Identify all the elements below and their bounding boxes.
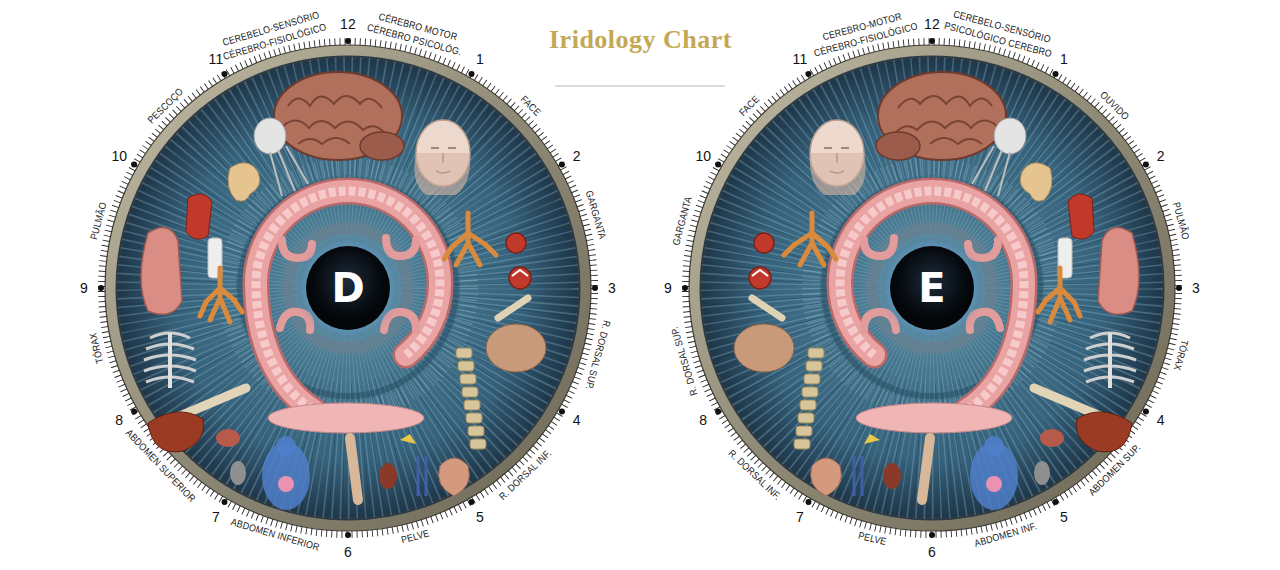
zone-label: FACE [738,94,762,118]
clock-number: 6 [344,545,352,559]
clock-number: 2 [1157,149,1165,163]
clock-number: 2 [573,149,581,163]
clock-number: 7 [796,510,804,524]
right-iris [98,38,598,538]
pupil-letter: D [306,246,390,330]
clock-number: 12 [340,17,356,31]
clock-number: 1 [1060,52,1068,66]
zone-label: PELVE [400,529,430,546]
clock-number: 11 [793,52,808,66]
clock-number: 5 [1060,510,1068,524]
clock-number: 6 [928,545,936,559]
clock-number: 12 [924,17,940,31]
right-organs [141,72,546,510]
zone-label: TÓRAX [1172,338,1190,371]
clock-number: 1 [476,52,484,66]
zone-label: PELVE [857,531,887,547]
clock-number: 7 [212,510,220,524]
pupil-node: E [890,246,974,330]
clock-number: 5 [476,510,484,524]
left-iris [682,38,1182,538]
pupil-letter: E [890,246,974,330]
clock-number: 9 [80,281,88,295]
pupil-node: D [306,246,390,330]
clock-number: 4 [573,413,581,427]
clock-number: 10 [111,149,127,163]
zone-label: GARGANTA [671,196,694,247]
clock-number: 8 [699,413,707,427]
zone-label: TÓRAX [89,332,106,365]
left-organs [734,72,1139,510]
chart-title: Iridology Chart [549,25,732,55]
zone-label: PULMÃO [89,201,109,241]
zone-label: FACE [519,94,543,118]
clock-number: 3 [1192,281,1200,295]
clock-number: 11 [209,52,224,66]
title-rule [555,85,725,87]
clock-number: 10 [695,149,711,163]
clock-number: 8 [115,413,123,427]
zone-label: GARGANTA [583,189,607,240]
clock-number: 9 [664,281,672,295]
clock-number: 3 [608,281,616,295]
clock-number: 4 [1157,413,1165,427]
